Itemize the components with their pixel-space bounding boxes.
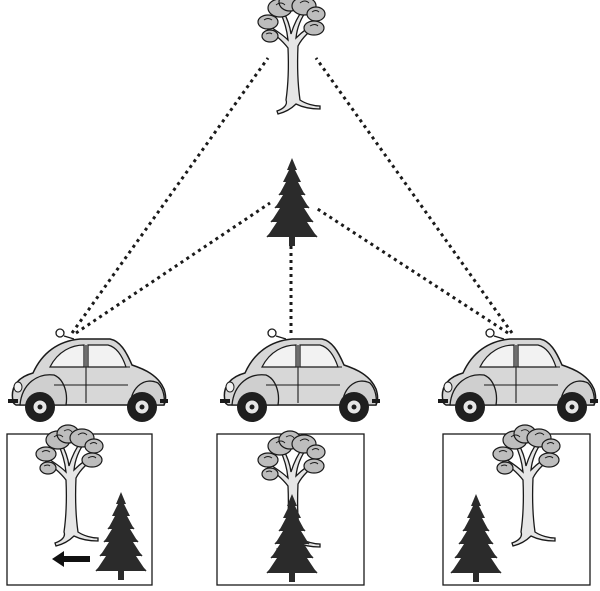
view-panel-left — [6, 424, 153, 586]
sight-line-right-far — [314, 57, 514, 334]
sight-lines — [70, 57, 514, 335]
car-left-icon — [7, 328, 169, 423]
view-panel-right — [442, 424, 591, 586]
car-right-icon — [437, 328, 599, 423]
car-center-icon — [219, 328, 381, 423]
sight-line-right-near — [315, 206, 509, 335]
near-tree-conifer-icon — [266, 157, 318, 247]
view-panel-center — [216, 430, 365, 586]
far-tree-deciduous-icon — [257, 0, 326, 115]
sight-line-left-near — [75, 201, 271, 335]
sight-line-left-far — [70, 57, 270, 334]
left-arrow-icon — [52, 551, 90, 567]
